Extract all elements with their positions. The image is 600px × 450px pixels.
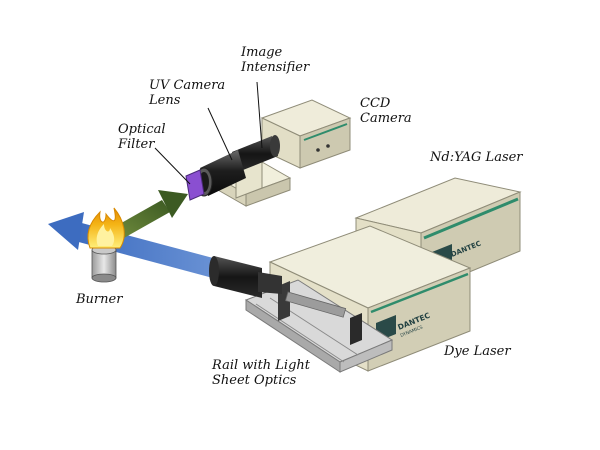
fluorescence-arrow	[116, 190, 188, 238]
label-ndyag-laser: Nd:YAG Laser	[430, 150, 523, 165]
burner	[91, 245, 117, 283]
leader-optical-filter	[154, 147, 191, 185]
leader-lines	[154, 81, 263, 185]
label-rail-light-sheet-optics: Rail with Light Sheet Optics	[212, 358, 311, 388]
label-optical-filter: Optical Filter	[118, 122, 166, 152]
leader-uv-lens	[207, 107, 233, 161]
leader-image-intensifier	[256, 81, 263, 149]
image-intensifier-tube	[232, 135, 280, 172]
label-uv-camera-lens: UV Camera Lens	[149, 78, 226, 108]
optical-filter	[185, 169, 205, 201]
ccd-camera-body	[260, 99, 352, 169]
label-burner: Burner	[76, 292, 123, 307]
flame-icon	[87, 207, 125, 249]
label-ccd-camera: CCD Camera	[360, 96, 412, 126]
label-dye-laser: Dye Laser	[444, 344, 511, 359]
label-image-intensifier: Image Intensifier	[241, 45, 310, 75]
optics-rail	[244, 279, 394, 373]
laser-output-tube	[209, 256, 282, 298]
